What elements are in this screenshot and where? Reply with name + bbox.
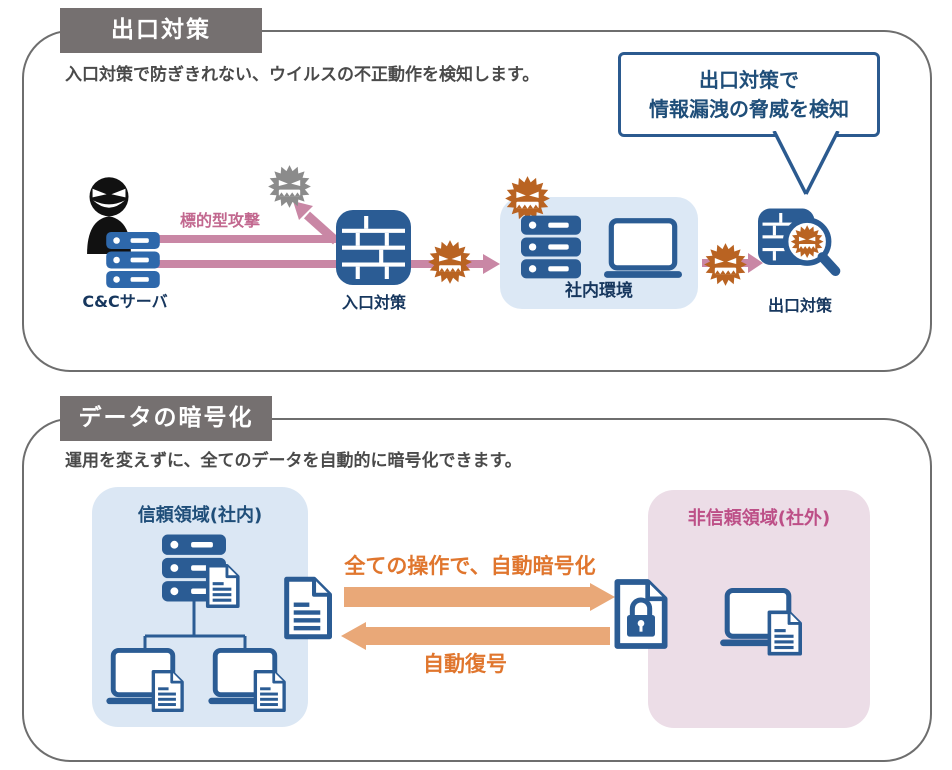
plain-document-icon <box>282 576 332 640</box>
encryption-panel-subtitle: 運用を変えずに、全てのデータを自動的に暗号化できます。 <box>65 451 522 471</box>
targeted-attack-label: 標的型攻撃 <box>180 211 261 230</box>
encryption-panel-title: データの暗号化 <box>60 396 272 441</box>
entrance-label: 入口対策 <box>341 293 406 312</box>
exit-label: 出口対策 <box>767 296 832 315</box>
blocked-virus-icon <box>267 164 312 209</box>
virus-icon <box>703 242 748 287</box>
document-icon <box>252 670 286 712</box>
exit-firewall-magnifier-icon <box>758 208 844 290</box>
callout-line2: 情報漏洩の脅威を検知 <box>649 97 849 121</box>
callout-line1: 出口対策で <box>699 68 799 92</box>
internal-environment-label: 社内環境 <box>565 281 633 301</box>
auto-encrypt-label: 全ての操作で、自動暗号化 <box>344 554 596 578</box>
internal-server-icon <box>521 215 581 279</box>
untrusted-zone-label: 非信頼領域(社外) <box>687 508 831 529</box>
document-icon <box>204 564 240 608</box>
callout-tail <box>772 131 840 195</box>
cc-server-icon <box>106 232 160 288</box>
virus-icon <box>427 239 473 285</box>
exit-panel-title: 出口対策 <box>60 8 262 53</box>
auto-decrypt-label: 自動復号 <box>423 652 507 676</box>
document-icon <box>150 670 184 712</box>
exit-panel-subtitle: 入口対策で防ぎきれない、ウイルスの不正動作を検知します。 <box>65 65 540 85</box>
internal-laptop-icon <box>604 218 682 280</box>
encrypted-document-icon <box>612 579 670 649</box>
trusted-zone-label: 信頼領域(社内) <box>137 505 263 526</box>
entrance-firewall-icon <box>336 210 411 285</box>
cc-server-label: C&Cサーバ <box>82 292 168 311</box>
callout-bubble: 出口対策で 情報漏洩の脅威を検知 <box>618 52 880 195</box>
document-icon <box>766 610 802 656</box>
